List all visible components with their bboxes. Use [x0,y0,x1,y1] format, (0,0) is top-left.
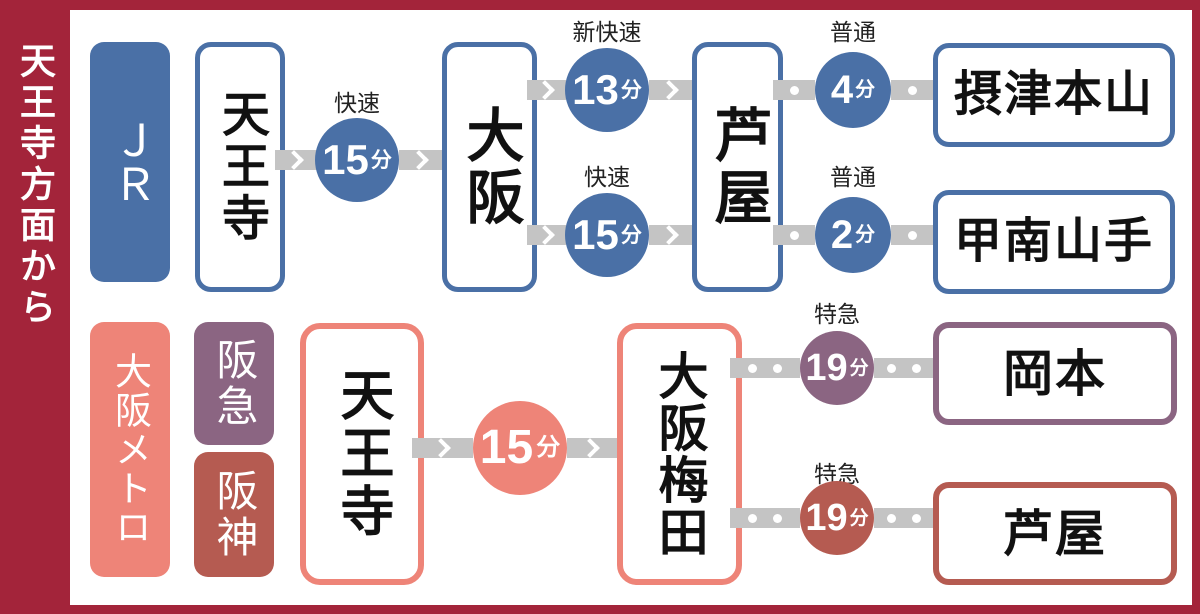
dot-icon [907,230,917,240]
dot-icon [789,85,799,95]
jr-operator-badge: ＪＲ [90,42,170,282]
connector [891,225,933,245]
connector [412,438,473,458]
station-tennoji-jr: 天王寺 [195,42,285,292]
station-ashiya-jr: 芦屋 [692,42,783,292]
duration-minutes: 15 [479,421,534,474]
station-ashiya-hanshin: 芦屋 [933,482,1177,585]
connector [567,438,617,458]
connector [874,508,933,528]
duration-unit: 分 [536,434,561,461]
connector [275,150,317,170]
dot-icon [886,363,896,373]
dot-icon [773,513,782,523]
chevron-right-icon [580,438,600,458]
chevron-right-icon [408,150,429,170]
connector [891,80,933,100]
dot-icon [748,363,757,373]
train-type-label: 新快速 [572,19,642,45]
duration-unit: 分 [849,357,869,379]
sidebar-title: 天王寺方面から [15,42,56,329]
train-type-label: 普通 [830,19,876,45]
duration-unit: 分 [855,224,876,246]
connector [527,80,566,100]
station-tennoji-metro: 天王寺 [300,323,424,585]
dot-icon [907,85,917,95]
duration-unit: 分 [620,78,642,102]
station-settsu-motoyama: 摂津本山 [933,43,1175,147]
duration-minutes: 15 [572,211,619,258]
metro-operator-badge: 大阪メトロ [90,322,170,577]
station-konan-yamate: 甲南山手 [933,190,1175,294]
train-type-label: 普通 [830,164,876,190]
hankyu-operator-badge: 阪急 [194,322,274,445]
duration-unit: 分 [620,223,642,247]
chevron-right-icon [534,80,555,100]
chevron-right-icon [534,225,555,245]
duration-unit: 分 [370,148,392,172]
connector [399,150,442,170]
chevron-right-icon [658,225,679,245]
connector [649,80,692,100]
station-osaka-umeda: 大阪梅田 [617,323,742,585]
connector [730,358,800,378]
dot-icon [789,230,799,240]
connector [773,225,815,245]
duration-minutes: 13 [572,66,619,113]
train-type-label: 快速 [584,164,630,190]
duration-minutes: 4 [830,68,854,112]
connector [649,225,692,245]
connector [527,225,566,245]
hanshin-operator-badge: 阪神 [194,452,274,577]
duration-unit: 分 [849,507,869,529]
dot-icon [911,513,921,523]
duration-minutes: 19 [805,347,848,389]
duration-minutes: 15 [322,136,369,183]
duration-minutes: 19 [805,497,848,539]
train-type-label: 快速 [334,90,380,116]
connector [730,508,800,528]
connector [874,358,933,378]
station-okamoto: 岡本 [933,322,1177,425]
train-type-label: 特急 [814,301,860,327]
dot-icon [886,513,896,523]
dot-icon [748,513,757,523]
station-osaka: 大阪 [442,42,537,292]
dot-icon [911,363,921,373]
duration-unit: 分 [855,79,876,101]
chevron-right-icon [284,150,304,170]
chevron-right-icon [430,438,451,458]
chevron-right-icon [658,80,679,100]
duration-minutes: 2 [830,213,854,257]
dot-icon [773,363,782,373]
connector [773,80,815,100]
